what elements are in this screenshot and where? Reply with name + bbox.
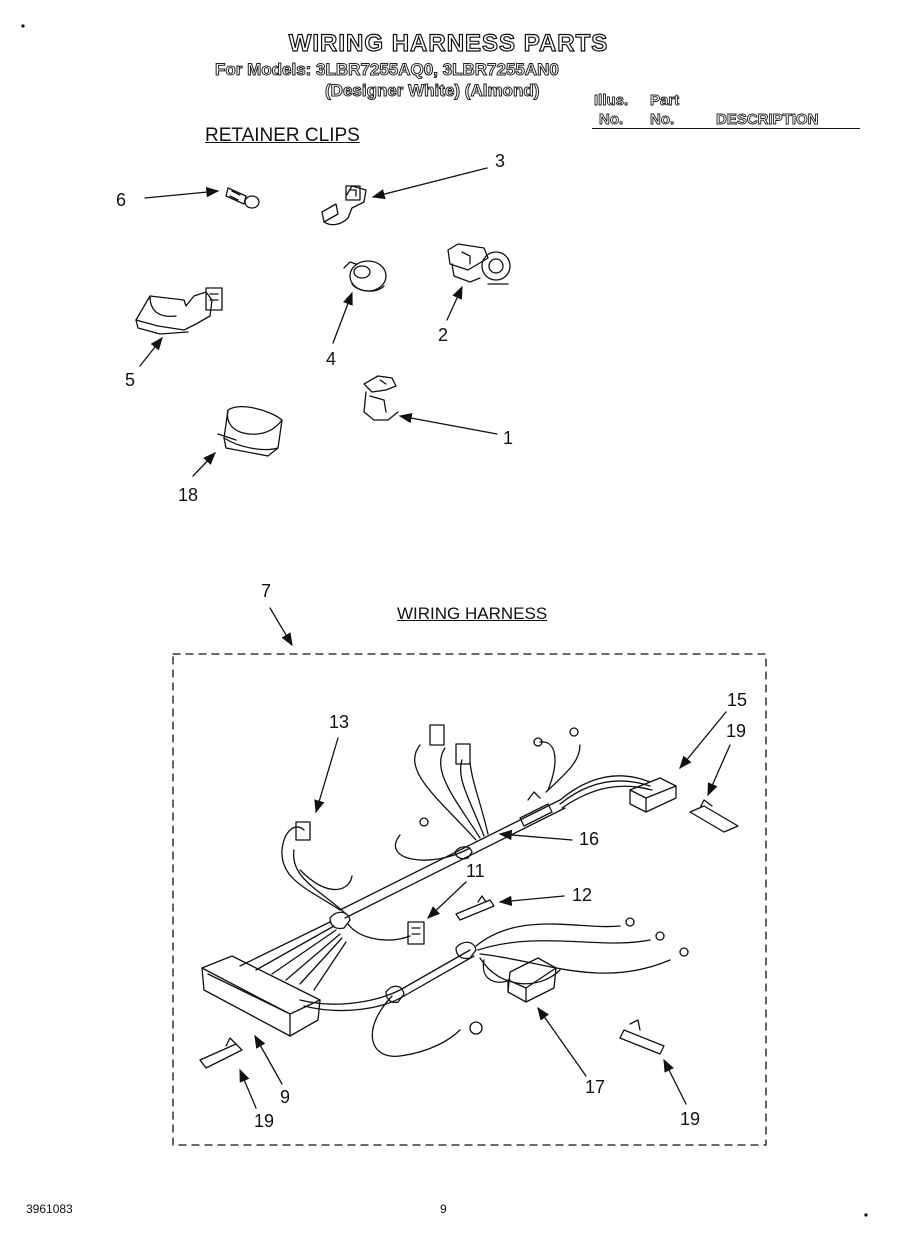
arrow-15 <box>679 711 727 770</box>
illus-header-bottom: No. <box>599 111 624 129</box>
part-2-clip <box>447 243 511 285</box>
arrow-13 <box>314 737 339 814</box>
part-5-large-clip <box>135 287 223 335</box>
arrow-6 <box>144 186 220 199</box>
document-number: 3961083 <box>26 1202 73 1216</box>
part-1-small-clip <box>363 375 399 421</box>
harness-enclosure <box>172 653 767 1146</box>
callout-2: 2 <box>438 325 449 345</box>
arrow-12 <box>498 895 565 907</box>
callout-15: 15 <box>727 690 748 710</box>
retainer-clips-heading: RETAINER CLIPS <box>205 125 360 146</box>
arrow-17 <box>537 1006 587 1077</box>
callout-5: 5 <box>125 370 136 390</box>
arrow-16 <box>498 829 573 841</box>
part-19-terminal <box>689 799 739 833</box>
illus-header-top: Illus. <box>594 92 629 110</box>
callout-12: 12 <box>572 885 593 905</box>
arrow-19-left <box>239 1068 257 1109</box>
callout-19-top: 19 <box>726 721 747 741</box>
callout-11: 11 <box>466 861 485 881</box>
callout-17: 17 <box>585 1077 606 1097</box>
page-mark <box>21 24 25 28</box>
part-19-terminal <box>199 1037 243 1069</box>
wiring-harness-heading: WIRING HARNESS <box>397 604 548 623</box>
arrow-7 <box>269 607 293 647</box>
part-18-sleeve <box>217 406 283 457</box>
arrow-19-right <box>663 1058 687 1105</box>
part-header-bottom: No. <box>650 111 675 129</box>
header-rule <box>592 128 860 129</box>
callout-7: 7 <box>261 581 272 601</box>
callout-3: 3 <box>495 151 506 171</box>
arrow-2 <box>446 285 463 321</box>
arrow-3 <box>371 167 488 200</box>
wiring-harness-assembly <box>201 724 689 1057</box>
arrow-18 <box>192 452 216 477</box>
models-line: For Models: 3LBR7255AQ0, 3LBR7255AN0 <box>215 60 560 80</box>
description-header: DESCRIPTION <box>716 111 819 129</box>
callout-19-right: 19 <box>680 1109 701 1129</box>
arrow-4 <box>332 291 353 344</box>
callout-18: 18 <box>178 485 199 505</box>
page-number: 9 <box>440 1202 447 1216</box>
arrow-9 <box>254 1034 283 1085</box>
part-header-top: Part <box>650 92 680 110</box>
callout-4: 4 <box>326 349 337 369</box>
part-19-terminal <box>619 1019 665 1055</box>
part-6-push-pin <box>225 187 260 209</box>
part-4-ring-clip <box>343 260 387 292</box>
callout-1: 1 <box>503 428 514 448</box>
part-3-clip <box>321 185 367 226</box>
arrow-5 <box>139 336 163 367</box>
callout-13: 13 <box>329 712 350 732</box>
arrow-19-top <box>707 744 731 797</box>
arrow-1 <box>398 413 498 435</box>
page-mark <box>864 1213 868 1217</box>
variants-line: (Designer White) (Almond) <box>324 81 540 101</box>
callout-19-left: 19 <box>254 1111 275 1131</box>
callout-6: 6 <box>116 190 127 210</box>
arrow-11 <box>427 881 467 919</box>
callout-16: 16 <box>579 829 600 849</box>
page-title: WIRING HARNESS PARTS <box>288 29 609 57</box>
callout-9: 9 <box>280 1087 291 1107</box>
